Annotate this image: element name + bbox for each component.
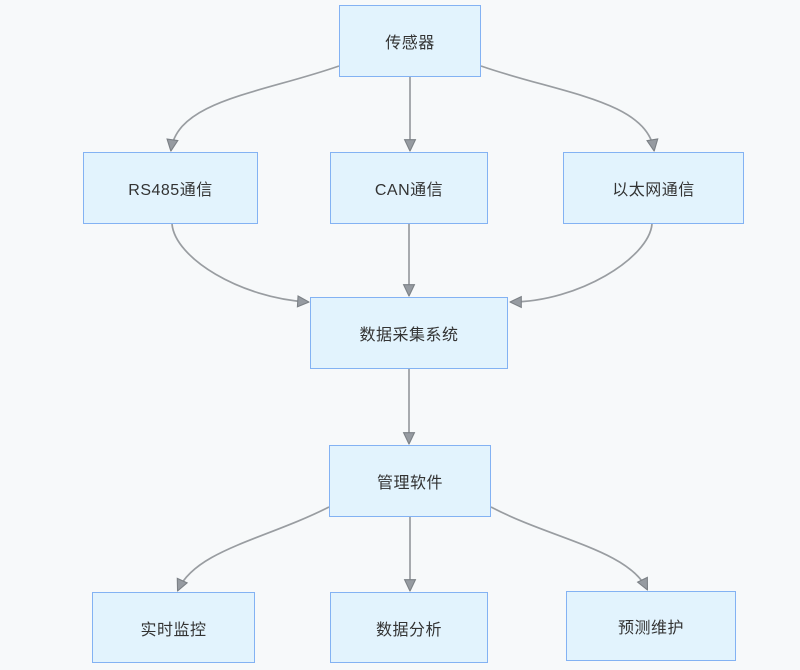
node-monitor: 实时监控	[92, 592, 255, 663]
node-maintenance: 预测维护	[566, 591, 736, 661]
node-analysis-label: 数据分析	[375, 621, 442, 639]
edge-software-monitor	[178, 506, 330, 590]
node-ethernet-label: 以太网通信	[612, 182, 695, 199]
edge-ethernet-daq	[511, 223, 653, 302]
node-ethernet: 以太网通信	[563, 152, 744, 224]
edge-software-maintenance	[490, 506, 647, 589]
node-maintenance-label: 预测维护	[617, 620, 684, 637]
node-sensor-label: 传感器	[385, 35, 435, 52]
node-rs485: RS485通信	[83, 152, 258, 224]
node-rs485-label: RS485通信	[128, 182, 213, 199]
node-monitor-label: 实时监控	[140, 621, 207, 639]
node-daq-label: 数据采集系统	[359, 327, 459, 344]
node-analysis: 数据分析	[330, 592, 488, 663]
node-can: CAN通信	[330, 152, 488, 224]
node-daq: 数据采集系统	[310, 297, 508, 369]
edge-sensor-rs485	[171, 65, 340, 150]
edge-sensor-ethernet	[480, 65, 654, 150]
node-sensor: 传感器	[339, 5, 481, 77]
node-software-label: 管理软件	[376, 475, 443, 492]
edge-rs485-daq	[171, 223, 308, 302]
node-can-label: CAN通信	[374, 182, 444, 199]
node-software: 管理软件	[329, 445, 491, 517]
